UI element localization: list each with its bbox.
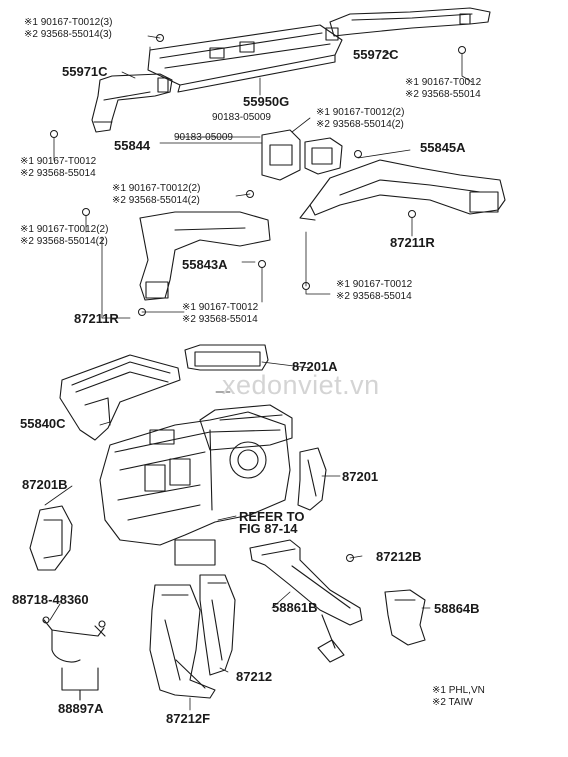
part-label-93568-55014-a: ※2 93568-55014	[405, 89, 481, 100]
part-label-90167-t0012-2b: ※1 90167-T0012(2)	[112, 183, 201, 194]
part-label-55972c: 55972C	[353, 47, 399, 62]
part-label-55843a: 55843A	[182, 257, 228, 272]
part-label-55844: 55844	[114, 138, 151, 153]
frame-87201a-shape	[184, 344, 269, 371]
duct-55972c-shape	[325, 7, 491, 41]
part-label-58861b: 58861B	[272, 600, 318, 615]
screws	[50, 34, 466, 562]
part-label-93568-55014-2b: ※2 93568-55014(2)	[112, 195, 200, 206]
part-label-87211r-b: 87211R	[74, 311, 119, 326]
part-label-90167-t0012-d: ※1 90167-T0012	[182, 302, 259, 313]
part-label-88897a: 88897A	[58, 701, 104, 716]
hose-88897a-shape	[42, 616, 106, 701]
part-label-87212b: 87212B	[376, 549, 422, 564]
part-label-93568-55014-2c: ※2 93568-55014(2)	[20, 236, 108, 247]
leader-lines	[53, 35, 473, 319]
case-55840c-shape	[59, 354, 181, 441]
register-55844-shape	[261, 129, 343, 181]
part-label-90183-05009-a: 90183-05009	[212, 112, 271, 123]
part-label-87201: 87201	[342, 469, 379, 484]
duct-58861b-shape	[249, 539, 363, 663]
duct-55971c-shape	[91, 73, 173, 133]
duct-55845a-shape	[299, 159, 506, 221]
duct-87201b-shape	[29, 505, 73, 571]
part-label-90167-t0012-c: ※1 90167-T0012	[336, 279, 413, 290]
part-label-90167-t0012-3: ※1 90167-T0012(3)	[24, 17, 113, 28]
duct-87212f-shape	[149, 584, 216, 699]
blower-upper-shape	[199, 404, 293, 451]
reference-label-refer-to: REFER TO	[239, 509, 305, 524]
part-label-55971c: 55971C	[62, 64, 108, 79]
part-label-87211r-a: 87211R	[390, 235, 435, 250]
part-label-55845a: 55845A	[420, 140, 466, 155]
part-label-90167-t0012-2c: ※1 90167-T0012(2)	[20, 224, 109, 235]
part-label-93568-55014-b: ※2 93568-55014	[20, 168, 96, 179]
reference-label-fig: FIG 87-14	[239, 521, 298, 536]
part-label-55840c: 55840C	[20, 416, 66, 431]
part-label-93568-55014-3: ※2 93568-55014(3)	[24, 29, 112, 40]
part-label-93568-55014-c: ※2 93568-55014	[336, 291, 412, 302]
duct-87212-shape	[199, 574, 236, 676]
duct-87201-shape	[297, 447, 327, 511]
part-label-90167-t0012-a: ※1 90167-T0012	[405, 77, 482, 88]
watermark: xedonviet.vn	[222, 370, 380, 400]
part-label-90183-05009-b: 90183-05009	[174, 132, 233, 143]
leader-lines-lower	[44, 361, 431, 711]
part-label-93568-55014-d: ※2 93568-55014	[182, 314, 258, 325]
part-label-87212f: 87212F	[166, 711, 211, 726]
part-label-55950g: 55950G	[243, 94, 290, 109]
part-label-90167-t0012-b: ※1 90167-T0012	[20, 156, 97, 167]
part-label-87201a: 87201A	[292, 359, 338, 374]
duct-58864b-shape	[384, 589, 426, 646]
duct-55843a-shape	[139, 211, 271, 301]
note-taiw: ※2 TAIW	[432, 697, 473, 708]
part-label-90167-t0012-2a: ※1 90167-T0012(2)	[316, 107, 405, 118]
part-label-88718-48360: 88718-48360	[12, 592, 89, 607]
duct-55950g-shape	[147, 24, 343, 93]
part-label-58864b: 58864B	[434, 601, 480, 616]
part-label-87201b: 87201B	[22, 477, 68, 492]
part-label-93568-55014-2a: ※2 93568-55014(2)	[316, 119, 404, 130]
note-phl-vn: ※1 PHL,VN	[432, 685, 485, 696]
part-label-87212: 87212	[236, 669, 273, 684]
heater-case-shape	[99, 411, 291, 566]
